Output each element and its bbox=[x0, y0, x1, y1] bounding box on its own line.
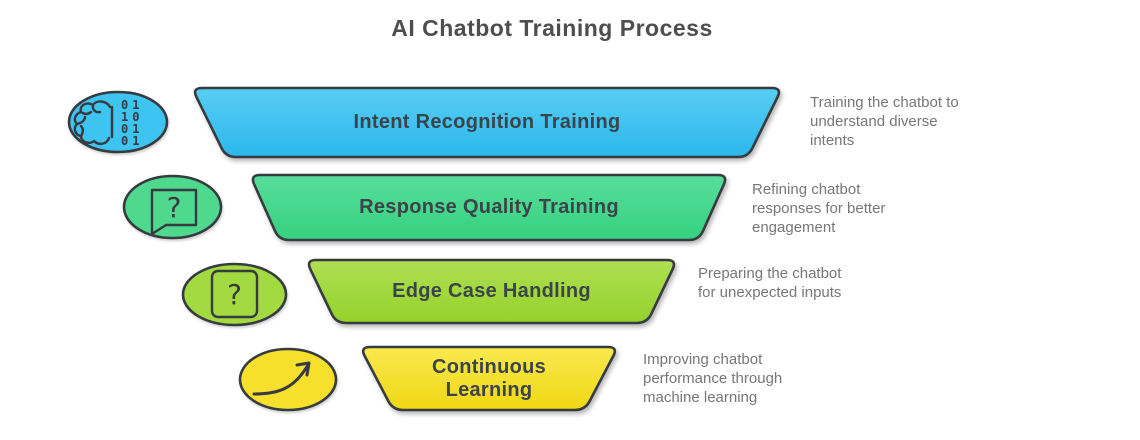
funnel-level-label: Response Quality Training bbox=[250, 175, 728, 240]
growth-arrow-icon bbox=[238, 347, 338, 412]
funnel-level-description: Improving chatbot performance through ma… bbox=[643, 351, 783, 406]
binary-row-2: 10 bbox=[121, 110, 143, 124]
funnel-level-label-text: Continuous Learning bbox=[431, 355, 547, 401]
question-mark-glyph: ? bbox=[227, 278, 242, 311]
chat-question-icon: ? bbox=[122, 174, 223, 240]
growth-arrow-icon-svg bbox=[238, 347, 338, 412]
funnel-level-description: Refining chatbot responses for better en… bbox=[752, 181, 886, 236]
brain-binary-icon-svg: 01 10 01 01 bbox=[67, 90, 169, 154]
funnel-level-label-text: Response Quality Training bbox=[359, 196, 619, 218]
chat-question-icon-svg: ? bbox=[122, 174, 223, 240]
box-question-icon-svg: ? bbox=[181, 262, 288, 327]
funnel-level-label-text: Intent Recognition Training bbox=[353, 111, 621, 133]
binary-row-4: 01 bbox=[121, 134, 143, 148]
funnel-level-label-text: Edge Case Handling bbox=[392, 280, 591, 302]
funnel-segment-shape bbox=[307, 258, 676, 325]
funnel-level-label: Intent Recognition Training bbox=[192, 88, 782, 157]
funnel-segment-shape bbox=[251, 173, 727, 242]
binary-row-3: 01 bbox=[121, 122, 143, 136]
funnel-segment-shape bbox=[361, 345, 617, 412]
binary-row-1: 01 bbox=[121, 98, 143, 112]
funnel-level-description: Preparing the chatbot for unexpected inp… bbox=[698, 265, 842, 301]
funnel-level-label: Edge Case Handling bbox=[306, 260, 677, 323]
funnel-level-label: Continuous Learning bbox=[360, 347, 618, 410]
question-mark-glyph: ? bbox=[167, 191, 182, 224]
box-question-icon: ? bbox=[181, 262, 288, 327]
brain-binary-icon: 01 10 01 01 bbox=[66, 90, 170, 154]
funnel-level-description: Training the chatbot to understand diver… bbox=[810, 94, 959, 149]
funnel-segment-shape bbox=[193, 86, 781, 159]
page-title: AI Chatbot Training Process bbox=[391, 15, 713, 41]
